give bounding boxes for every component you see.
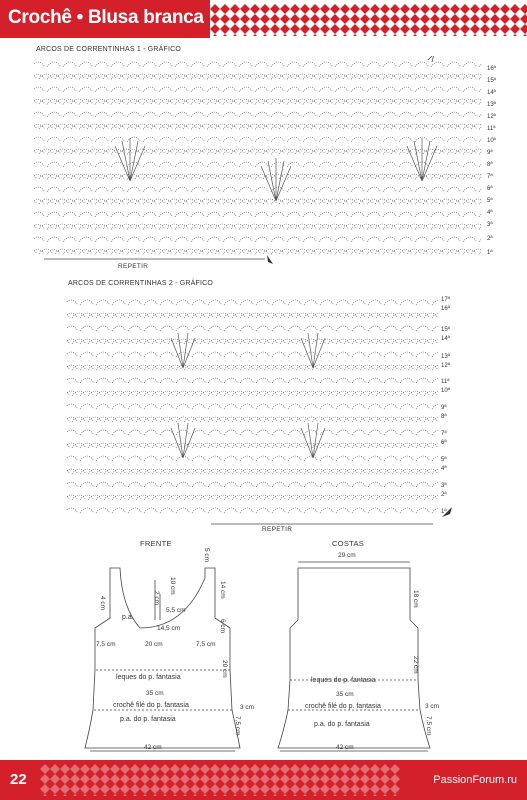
row-label: 8ª: [441, 414, 447, 420]
row-label: 13ª: [441, 354, 450, 360]
row-label: 4ª: [487, 210, 493, 216]
row-label: 11ª: [441, 379, 450, 385]
row-label: 2ª: [487, 236, 493, 242]
row-label: 5ª: [487, 198, 493, 204]
back-dim-hem: 42 cm: [336, 744, 354, 751]
row-label: 14ª: [441, 336, 450, 342]
front-dim-neck-width: 14,5 cm: [157, 625, 181, 632]
fan-motif: [114, 138, 438, 202]
front-dim-width-35: 35 cm: [146, 690, 164, 697]
row-label: 15ª: [441, 327, 450, 333]
row-label: 11ª: [487, 126, 496, 132]
header-bar: [0, 0, 210, 38]
row-label: 3ª: [487, 222, 493, 228]
front-dim-strap: 5 cm: [203, 548, 210, 563]
row-label: 16ª: [441, 306, 450, 312]
chart1-diagram: [34, 56, 482, 264]
back-dim-body-height: 22 cm: [412, 656, 419, 674]
back-dim-armhole-height: 18 cm: [412, 590, 419, 608]
row-label: 7ª: [487, 174, 493, 180]
row-label: 14ª: [487, 90, 496, 96]
row-label: 15ª: [487, 78, 496, 84]
back-dim-top: 29 cm: [338, 552, 356, 559]
page-title: Crochê • Blusa branca: [8, 7, 204, 28]
front-dim-neck-small: 5,5 cm: [166, 607, 186, 614]
front-schematic: [84, 567, 241, 752]
front-dim-neck-step: 2 cm: [153, 591, 160, 606]
back-dim-border-75: 7,5 cm: [425, 716, 432, 736]
back-dim-width-35: 35 cm: [336, 691, 354, 698]
back-label-pa-fantasia: p.a. do p. fantasia: [314, 721, 370, 728]
header-zigzag-decoration: [210, 4, 527, 36]
row-label: 3ª: [441, 483, 447, 489]
row-label: 5ª: [441, 457, 447, 463]
back-label-leques: leques do p. fantasia: [311, 677, 376, 684]
back-title: COSTAS: [332, 539, 365, 548]
chart1-repeat-label: REPETIR: [118, 263, 149, 270]
row-label: 1ª: [487, 250, 493, 256]
front-label-pa-fantasia: p.a. do p. fantasia: [120, 716, 176, 723]
row-label: 1ª: [441, 509, 447, 515]
chart2-diagram: [67, 297, 439, 525]
back-dim-border-3: 3 cm: [425, 703, 440, 710]
row-label: 4ª: [441, 466, 447, 472]
page-number: 22: [10, 771, 27, 788]
site-watermark: PassionForum.ru: [433, 774, 517, 786]
chart2-repeat-label: REPETIR: [262, 526, 293, 533]
front-dim-body-height: 20 cm: [221, 660, 228, 678]
front-dim-hem: 42 cm: [144, 744, 162, 751]
front-dim-border-3: 3 cm: [240, 704, 255, 711]
front-title: FRENTE: [140, 539, 172, 548]
front-dim-armhole-right: 7,5 cm: [196, 641, 216, 648]
row-label: 12ª: [487, 114, 496, 120]
row-label: 10ª: [487, 138, 496, 144]
chart2-title: ARCOS DE CORRENTINHAS 2 - GRÁFICO: [68, 280, 214, 287]
fan-motif: [170, 332, 326, 459]
front-dim-chest: 20 cm: [145, 641, 163, 648]
back-label-file: crochê filé do p. fantasia: [305, 703, 381, 710]
front-dim-side-right: 6 cm: [219, 619, 226, 634]
row-label: 13ª: [487, 102, 496, 108]
front-dim-armhole-height: 14 cm: [219, 581, 226, 599]
front-label-pa: p.a.: [122, 614, 134, 621]
chart1-title: ARCOS DE CORRENTINHAS 1 - GRÁFICO: [36, 46, 182, 53]
row-label: 6ª: [487, 186, 493, 192]
front-dim-side-left: 4 cm: [99, 596, 106, 611]
row-label: 16ª: [487, 66, 496, 72]
row-label: 2ª: [441, 492, 447, 498]
row-label: 9ª: [441, 405, 447, 411]
row-label: 9ª: [487, 150, 493, 156]
row-label: 8ª: [487, 162, 493, 168]
front-label-leques: leques do p. fantasia: [116, 674, 181, 681]
row-label: 7ª: [441, 431, 447, 437]
front-dim-border-75: 7,5 cm: [234, 716, 241, 736]
front-dim-armhole-left: 7,5 cm: [96, 641, 116, 648]
row-label: 17ª: [441, 297, 450, 303]
row-label: 6ª: [441, 440, 447, 446]
chart2-start-arrow-icon: [442, 507, 452, 517]
front-dim-neck-depth: 10 cm: [169, 577, 176, 595]
back-schematic: [277, 561, 431, 752]
footer-zigzag-decoration: [40, 764, 400, 796]
front-label-file: crochê filé do p. fantasia: [113, 702, 189, 709]
row-label: 12ª: [441, 363, 450, 369]
row-label: 10ª: [441, 388, 450, 394]
